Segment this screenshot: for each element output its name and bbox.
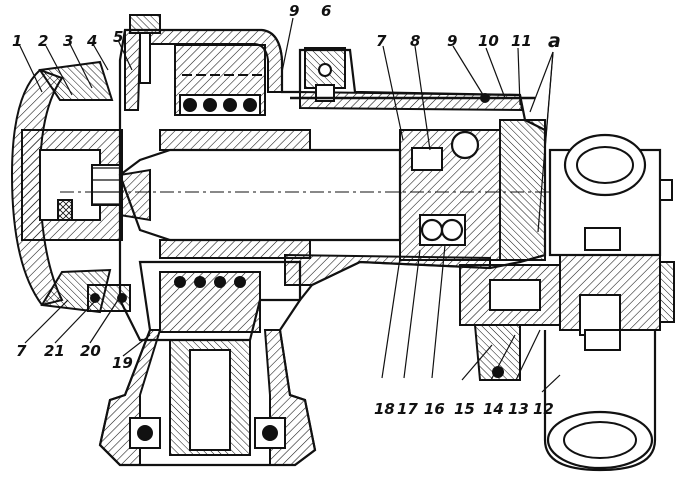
callout-13: 13 (508, 400, 529, 418)
callout-3: 3 (63, 32, 74, 50)
left-hub (21, 129, 123, 241)
callout-20: 20 (80, 342, 101, 360)
callout-5: 5 (113, 28, 124, 46)
callout-9-right: 9 (447, 32, 458, 50)
callout-7-bottom: 7 (16, 342, 27, 360)
right-bearing-group (399, 119, 546, 261)
leader-lines (19, 17, 561, 393)
upper-gear-bearings (174, 44, 266, 116)
lower-left-bolt (87, 284, 131, 312)
callout-9-left: 9 (289, 2, 300, 20)
callout-6: 6 (321, 2, 332, 20)
top-bolt (129, 14, 161, 84)
callout-19: 19 (112, 354, 133, 372)
callout-a: a (548, 30, 561, 52)
callout-8: 8 (410, 32, 421, 50)
right-motor-unit (543, 133, 675, 472)
callout-15: 15 (454, 400, 475, 418)
callout-12: 12 (533, 400, 554, 418)
callout-7-top: 7 (376, 32, 387, 50)
callout-11: 11 (511, 32, 532, 50)
callout-18: 18 (374, 400, 395, 418)
callout-16: 16 (424, 400, 445, 418)
callout-1: 1 (12, 32, 23, 50)
coupling (459, 264, 561, 381)
callout-10: 10 (478, 32, 499, 50)
callout-17: 17 (397, 400, 418, 418)
callout-21: 21 (44, 342, 65, 360)
callout-2: 2 (38, 32, 49, 50)
callout-4: 4 (87, 32, 98, 50)
lower-gear-casing (98, 260, 317, 467)
callout-14: 14 (483, 400, 504, 418)
